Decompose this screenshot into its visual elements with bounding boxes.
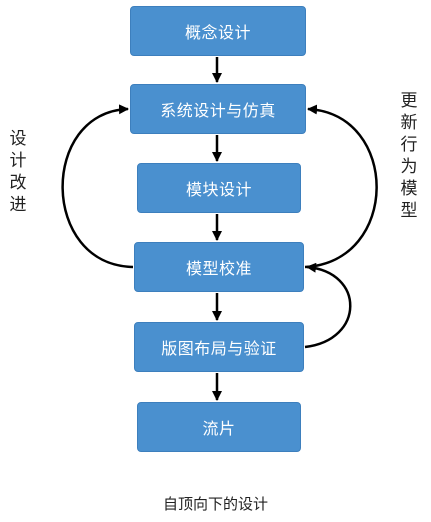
- step-module-design: 模块设计: [137, 163, 301, 213]
- step-layout-verification: 版图布局与验证: [134, 322, 304, 372]
- feedback-label-left: 设计改进: [9, 129, 27, 215]
- feedback-arrow-left: [61, 104, 134, 269]
- feedback-label-right: 更新行为模型: [400, 91, 418, 221]
- step-tapeout: 流片: [137, 402, 301, 452]
- diagram-caption: 自顶向下的设计: [162, 495, 268, 513]
- step-system-design-simulation: 系统设计与仿真: [130, 84, 306, 134]
- step-concept-design: 概念设计: [130, 6, 306, 56]
- feedback-arrow-layout-loop: [304, 262, 352, 349]
- step-model-calibration: 模型校准: [134, 242, 304, 292]
- feedback-arrow-right: [304, 104, 378, 269]
